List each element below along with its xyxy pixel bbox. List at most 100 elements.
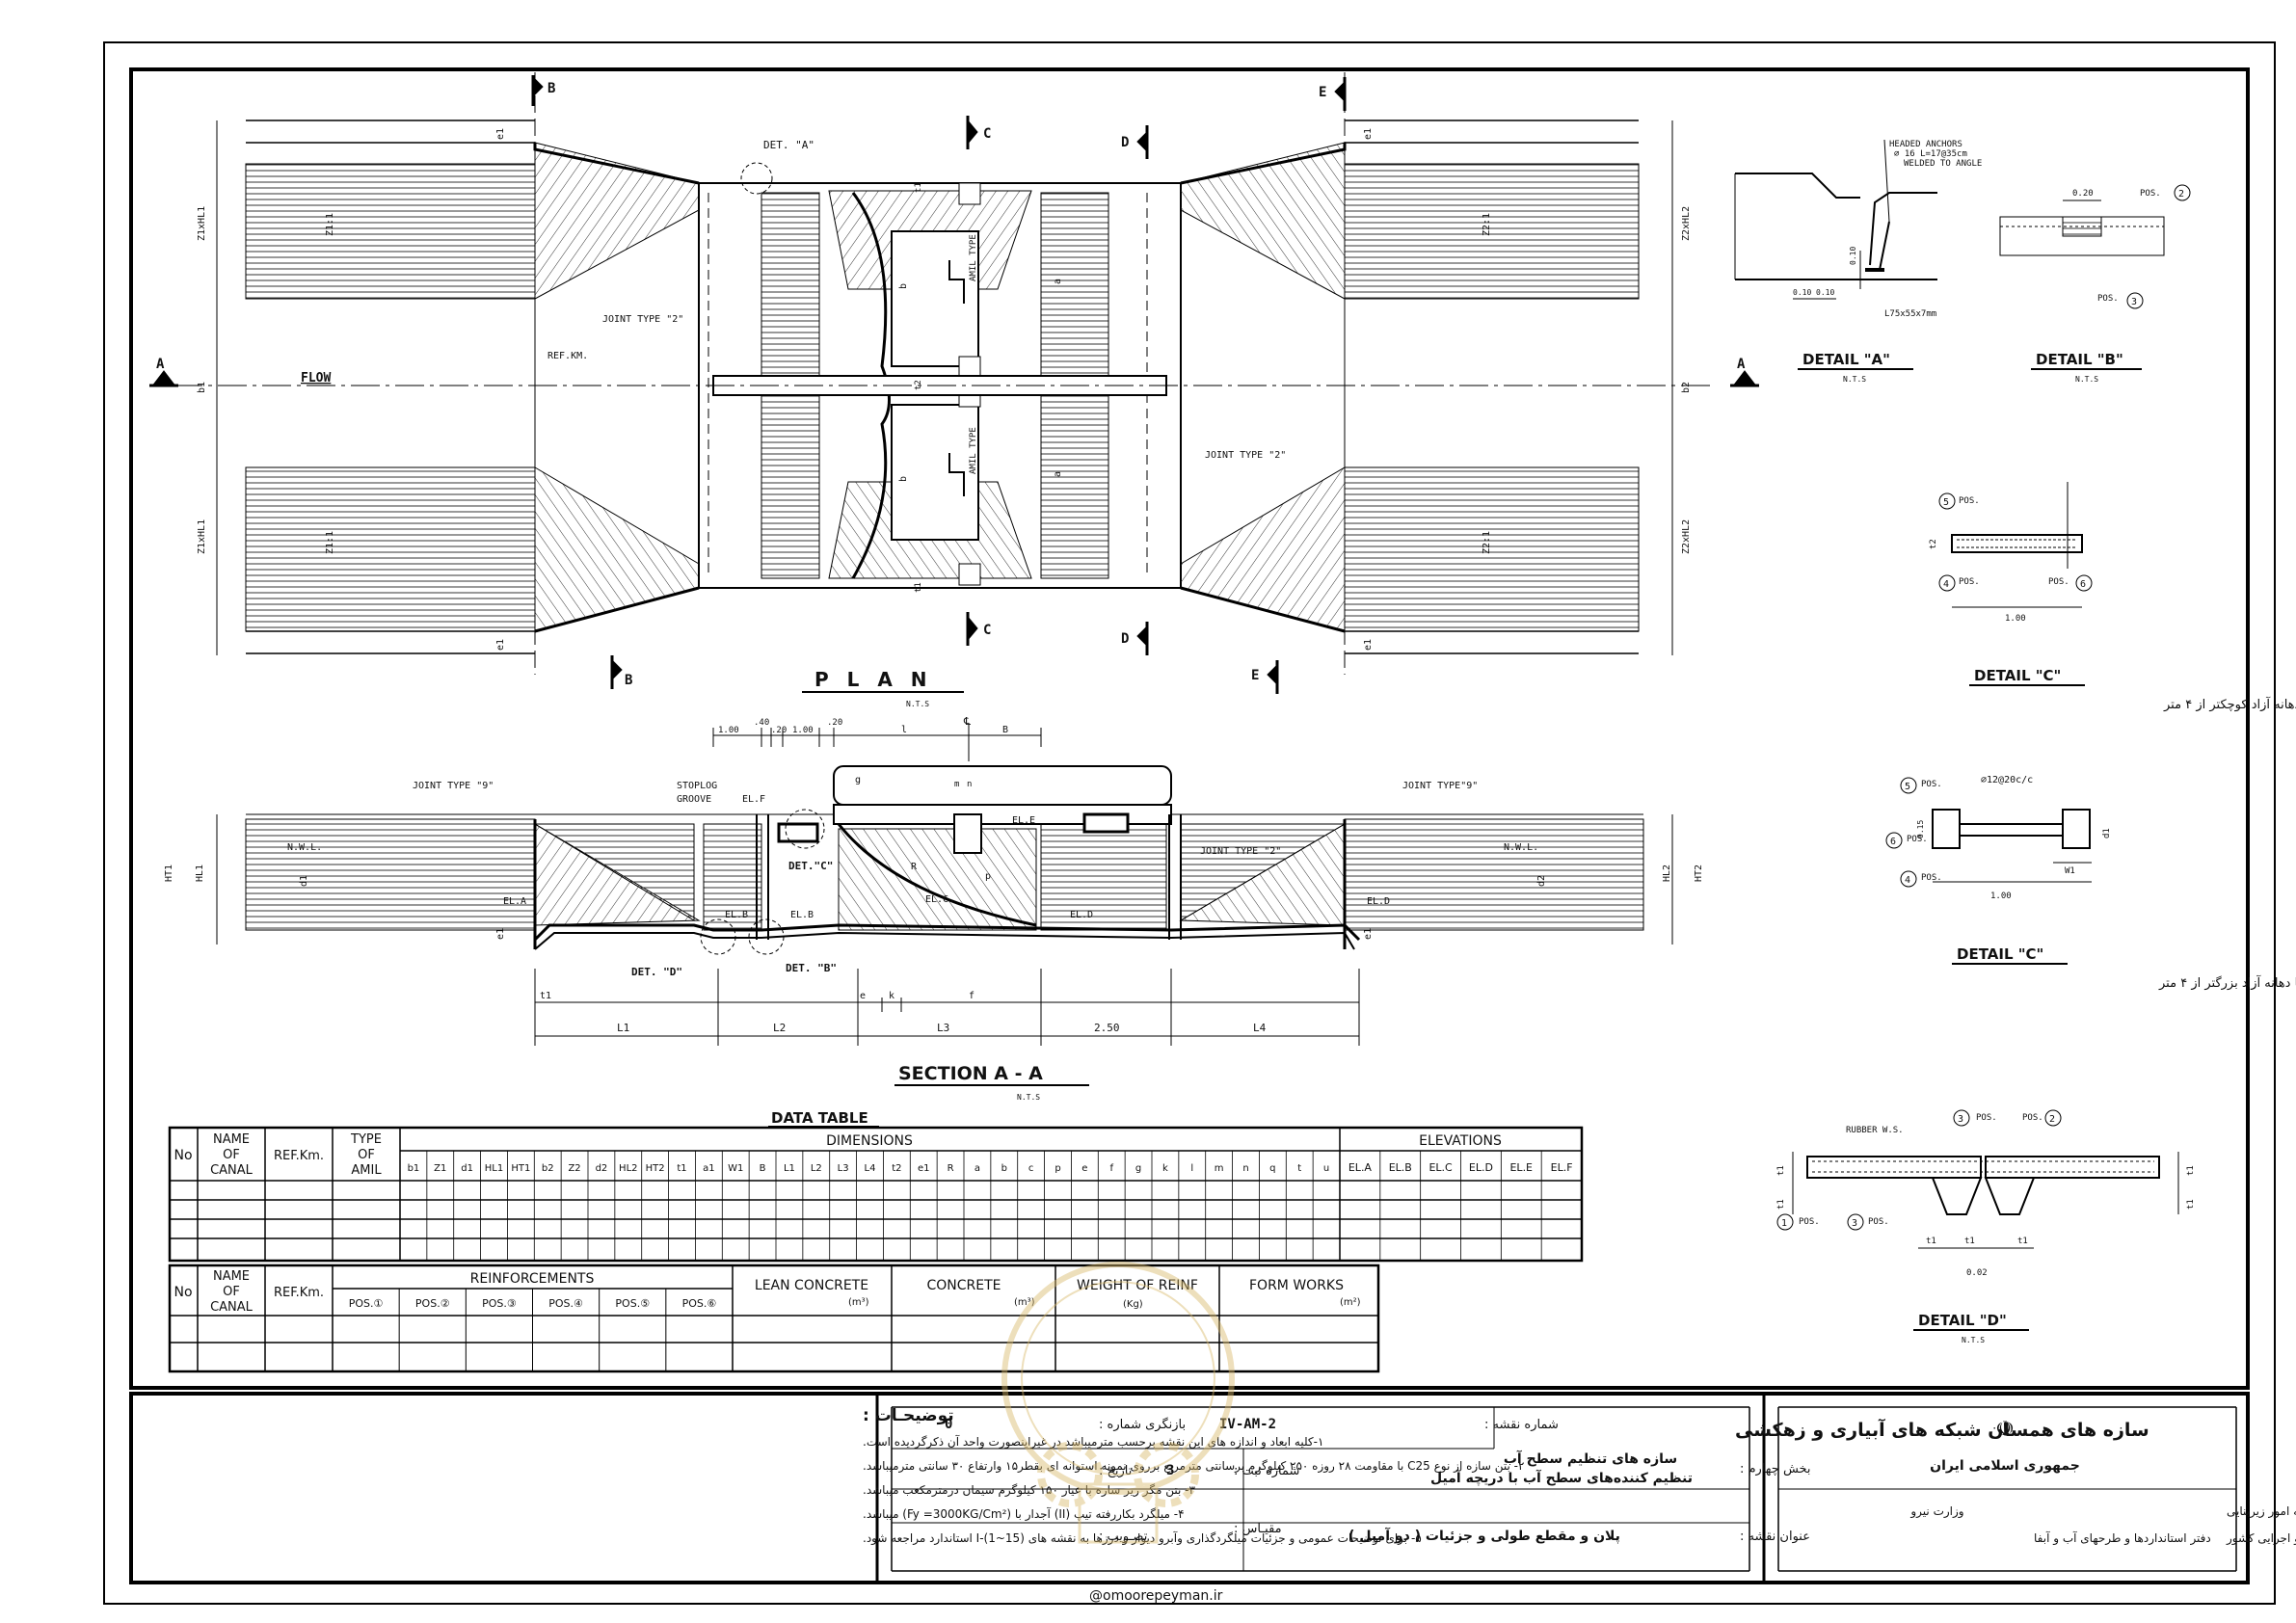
sec-ele: EL.E: [1012, 815, 1035, 826]
pos-col-header: POS.④: [548, 1297, 583, 1310]
dim-col-header: L3: [838, 1163, 849, 1174]
notes-line-4: ۴- میلگرد بکاررفته تیپ (II) آجدار با (Fy…: [863, 1506, 1185, 1522]
detail-b: [1999, 200, 2165, 256]
det-b-020: 0.20: [2072, 189, 2094, 199]
dt-h-dimensions: DIMENSIONS: [826, 1133, 913, 1149]
section-label-b-top: B: [547, 81, 555, 96]
dim-col-header: B: [760, 1163, 766, 1174]
plan-e1-bot-r: e1: [1363, 639, 1374, 651]
plan-b2: b2: [1681, 382, 1692, 393]
det-d-n2: 2: [2049, 1114, 2055, 1125]
det-c2-w1: W1: [2065, 866, 2075, 876]
plan-z21-bot: Z2:1: [1482, 531, 1492, 554]
tb-part-line2: تنظیم کننده‌های سطح آب با دریچه آمیل: [1430, 1469, 1693, 1486]
elev-col-header: EL.A: [1348, 1161, 1373, 1174]
sec-top-100b: 1.00: [792, 726, 814, 735]
det-c2-rebar: ∅12@20c/c: [1981, 775, 2033, 785]
plan-z21-top: Z2:1: [1482, 213, 1492, 236]
dim-col-header: Z1: [434, 1163, 446, 1174]
plan-e1-bot: e1: [495, 639, 506, 651]
dim-col-header: HT2: [646, 1163, 665, 1174]
plan-z1hl1-bot: Z1xHL1: [197, 519, 207, 554]
det-d-pos2: POS.: [2022, 1113, 2043, 1123]
rt-h-no: No: [174, 1285, 192, 1300]
tb-ministry: وزارت نیرو: [1909, 1504, 1963, 1519]
section-scale: N.T.S: [1017, 1093, 1040, 1102]
dim-col-header: b1: [408, 1163, 420, 1174]
section-label-a-left: A: [156, 357, 165, 372]
det-d-rubber: RUBBER W.S.: [1846, 1126, 1904, 1135]
det-c2-note: تیپ B : پل دسترسی با دهانه آزاد بزرگتر ا…: [2158, 974, 2296, 991]
tb-deputy: معاونت فنی و توسعه امور زیربنایی: [2227, 1504, 2296, 1519]
notes-line-2: ۲- بتن سازه از نوع C25 با مقاومت ۲۸ روزه…: [863, 1459, 1524, 1474]
sec-k: k: [889, 991, 894, 1001]
detail-c1: [1951, 482, 2083, 608]
rt-u-form: (m²): [1340, 1297, 1361, 1308]
det-a-angle: L75x55x7mm: [1884, 309, 1936, 319]
rt-h-lean: LEAN CONCRETE: [755, 1278, 868, 1293]
sec-ela: EL.A: [503, 896, 526, 907]
det-c2-pos4: POS.: [1921, 873, 1942, 883]
det-c1-100: 1.00: [2005, 614, 2026, 624]
det-b-pos: POS.: [2140, 189, 2161, 199]
notes-line-1: ۱-کلیه ابعاد و اندازه های این نقشه برحسب…: [863, 1434, 1323, 1450]
plan-z11-bot: Z1:1: [325, 531, 335, 554]
det-d-title: DETAIL "D": [1918, 1312, 2007, 1329]
det-b-scale: N.T.S: [2075, 375, 2098, 384]
plan-a-2: a: [1053, 471, 1063, 477]
plan-text: B B C C D D E E A A DET. "A" JOINT TYPE …: [156, 81, 1746, 708]
plan-t1-bot: t1: [914, 582, 923, 593]
sec-r: R: [911, 862, 918, 872]
sec-top-20a: .20: [771, 726, 787, 735]
plan-det-a: DET. "A": [763, 139, 814, 151]
det-d-pos3a: POS.: [1976, 1113, 1997, 1123]
pos-col-header: POS.②: [415, 1297, 450, 1310]
section-label-e-top: E: [1319, 85, 1326, 100]
det-c2-n5: 5: [1905, 782, 1910, 792]
dim-col-header: e1: [918, 1163, 930, 1174]
tb-emblem: ☫: [1995, 1418, 2015, 1442]
reinforcement-table: No NAME OF CANAL REF.Km. REINFORCEMENTS …: [168, 1264, 1380, 1373]
elev-col-header: EL.F: [1551, 1161, 1573, 1174]
tb-part-label: بخش چهارم :: [1740, 1462, 1811, 1477]
dim-col-header: d1: [461, 1163, 473, 1174]
det-c1-note: تیپ A : پل دسترسی با دهانه آزاد کوچکتر ا…: [2163, 696, 2296, 712]
det-c1-pos6: POS.: [2048, 577, 2069, 587]
sec-top-100a: 1.00: [718, 726, 739, 735]
det-d-t1f: t1: [1964, 1237, 1975, 1246]
section-label-e-bot: E: [1251, 668, 1259, 683]
dim-col-header: d2: [596, 1163, 608, 1174]
dt-h-name2: OF: [223, 1148, 240, 1162]
sec-d2: d2: [1536, 875, 1547, 887]
det-d-002: 0.02: [1966, 1268, 1988, 1278]
det-c1-n6: 6: [2080, 579, 2086, 590]
det-b-n3: 3: [2131, 297, 2137, 307]
det-c1-pos4: POS.: [1959, 577, 1980, 587]
outer-frame: [103, 41, 2276, 1605]
det-c2-pos5: POS.: [1921, 780, 1942, 789]
detail-d: [1792, 1152, 2179, 1249]
rt-h-name1: NAME: [213, 1269, 250, 1284]
dim-col-header: Z2: [568, 1163, 580, 1174]
det-d-t1c: t1: [2186, 1165, 2196, 1176]
plan-downstream-transition-bot: [1180, 466, 1346, 632]
elev-col-header: EL.C: [1428, 1161, 1453, 1174]
sec-det-d: DET. "D": [631, 966, 682, 978]
det-b-title: DETAIL "B": [2036, 351, 2123, 368]
pos-col-header: POS.⑥: [682, 1297, 717, 1310]
section-title: SECTION A - A: [898, 1063, 1043, 1084]
dim-col-header: L4: [865, 1163, 876, 1174]
section-label-a-right: A: [1737, 357, 1746, 372]
sec-eld: EL.D: [1070, 910, 1093, 920]
pos-col-header: POS.③: [482, 1297, 517, 1310]
det-c1-title: DETAIL "C": [1974, 667, 2061, 684]
sec-n: n: [967, 780, 972, 789]
detail-d-text: RUBBER W.S. 3 POS. POS. 2 1 POS. 3 POS. …: [1776, 1109, 2196, 1344]
plan-e1-top: e1: [495, 128, 506, 140]
sec-groove: GROOVE: [677, 794, 711, 805]
sec-e1-r: e1: [1363, 928, 1374, 940]
det-c2-n4: 4: [1905, 875, 1910, 886]
tb-rev-label: بازنگری شماره :: [1099, 1417, 1186, 1432]
sec-ht2: HT2: [1694, 865, 1704, 882]
